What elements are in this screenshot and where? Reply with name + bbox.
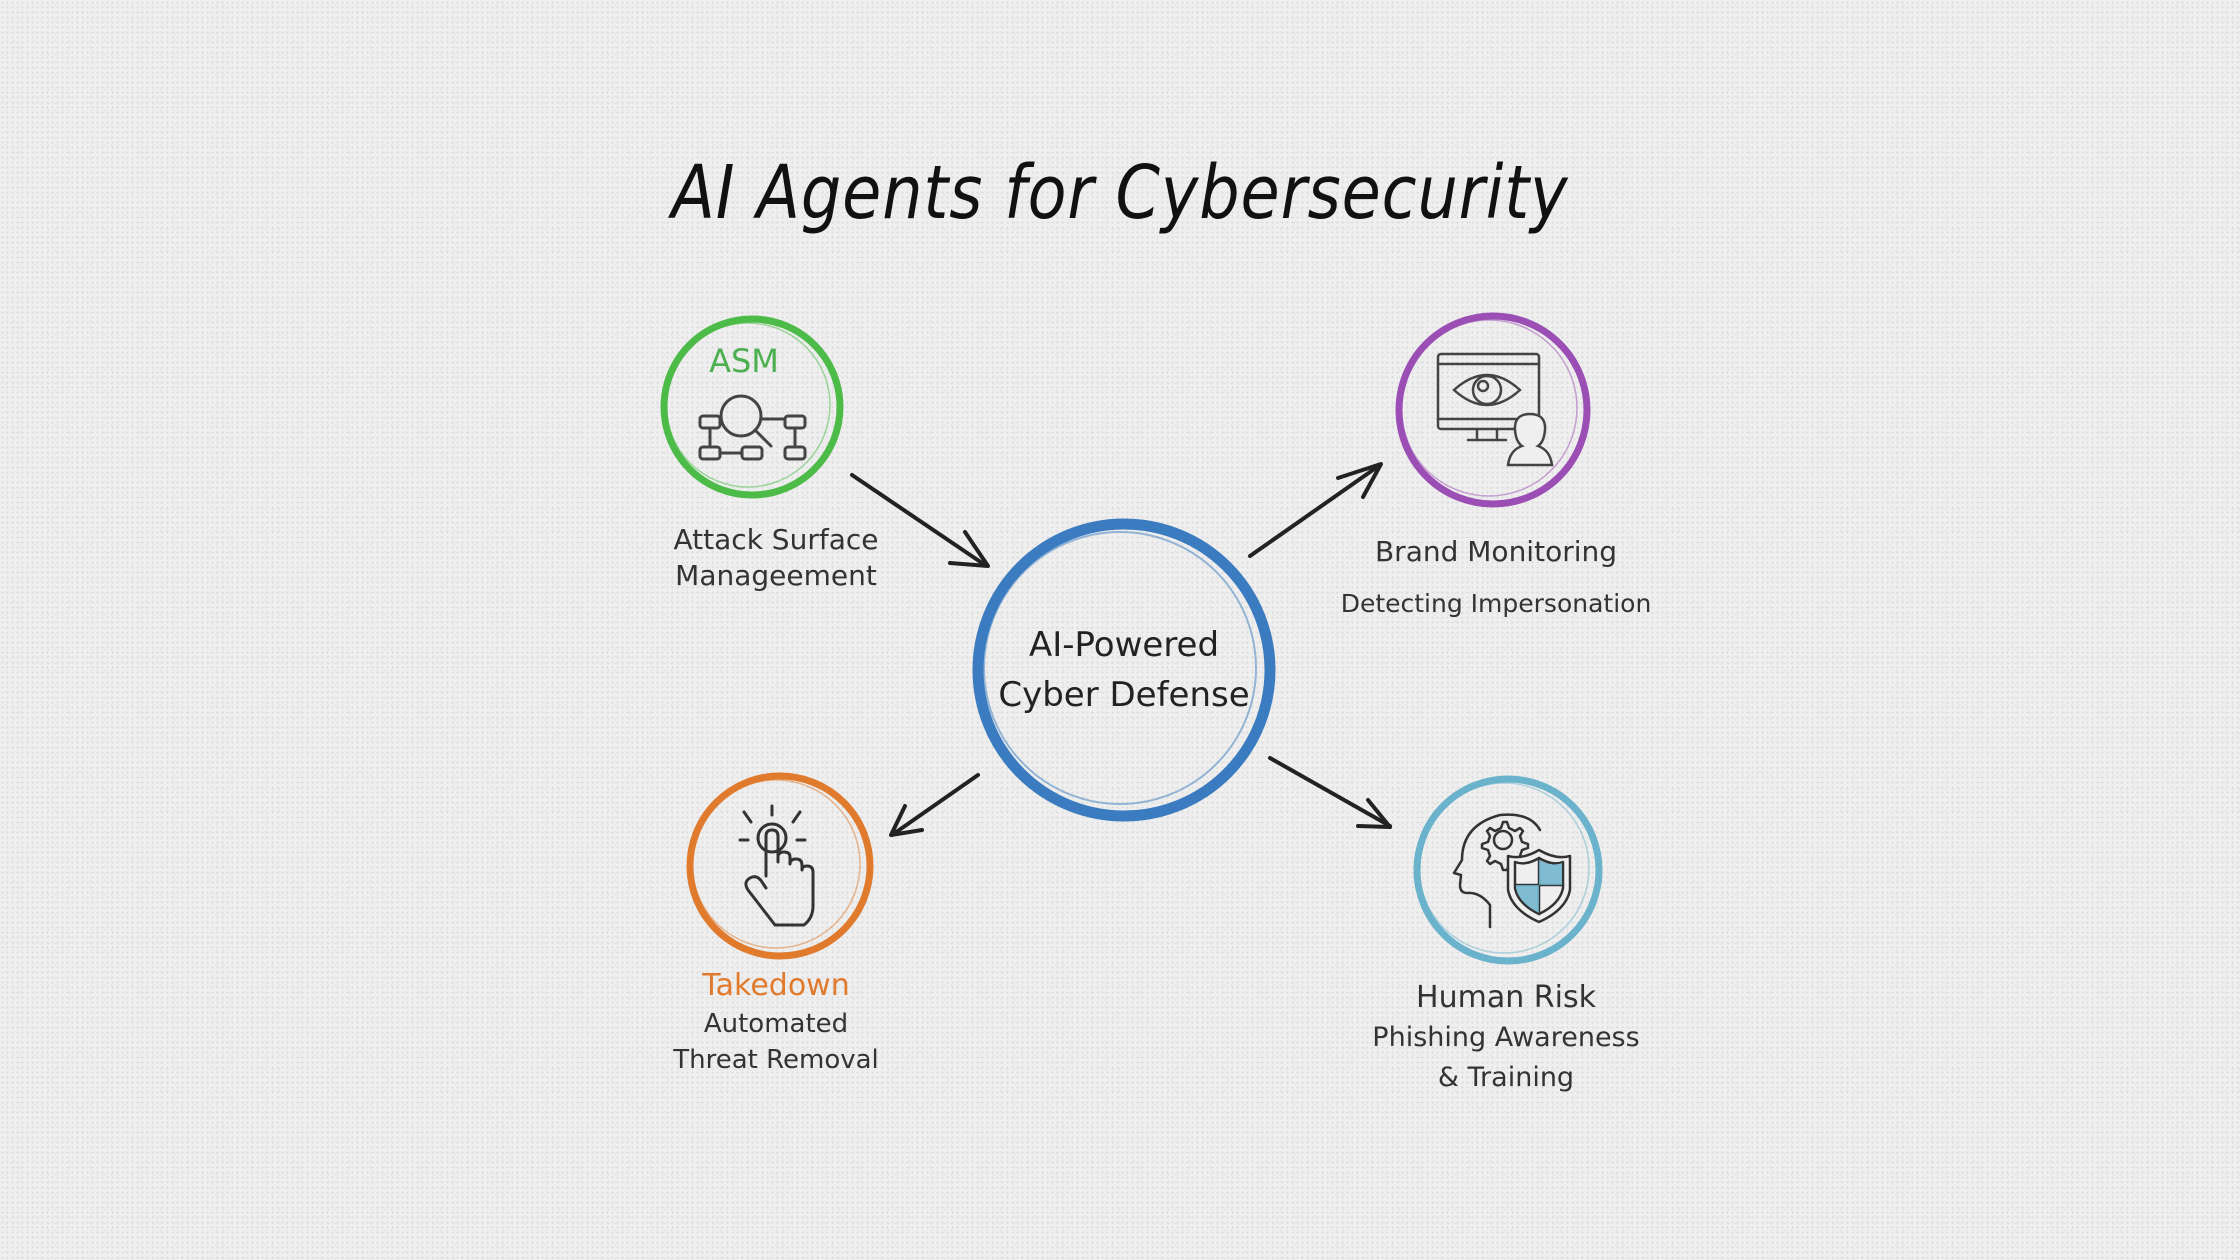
diagram-title: AI Agents for Cybersecurity — [671, 150, 1569, 236]
hand-pointer-tap-icon — [738, 804, 815, 927]
takedown-node-circle — [686, 772, 874, 960]
asm-label: Attack Surface Manageement — [674, 522, 879, 595]
takedown-label: Takedown Automated Threat Removal — [673, 966, 879, 1078]
head-gear-shield-icon — [1452, 813, 1572, 929]
arrow-asm-to-center — [850, 473, 990, 568]
arrow-center-to-takedown — [889, 773, 980, 837]
monitor-eye-user-icon — [1436, 352, 1554, 467]
brand-node-circle — [1395, 312, 1591, 508]
human-risk-label-line2: & Training — [1437, 1062, 1575, 1093]
human-risk-label-line1: Phishing Awareness — [1372, 1022, 1640, 1053]
brand-label-title: Brand Monitoring — [1374, 535, 1618, 568]
center-label-line2: Cyber Defense — [998, 675, 1250, 715]
arrow-center-to-human — [1268, 756, 1392, 829]
magnifier-network-icon — [698, 394, 807, 461]
brand-label: Brand Monitoring Detecting Impersonation — [1341, 532, 1652, 624]
center-label: AI-Powered Cyber Defense — [998, 620, 1249, 720]
takedown-label-line2: Threat Removal — [673, 1045, 879, 1075]
center-circle — [972, 518, 1276, 822]
center-label-line1: AI-Powered — [1028, 625, 1220, 665]
asm-badge: ASM — [709, 342, 779, 380]
asm-label-line1: Attack Surface — [673, 523, 879, 556]
human-risk-label-title: Human Risk — [1416, 980, 1596, 1015]
asm-node-circle — [660, 315, 844, 499]
arrow-center-to-brand — [1248, 462, 1383, 558]
brand-label-subtitle: Detecting Impersonation — [1340, 589, 1652, 618]
human-risk-label: Human Risk Phishing Awareness & Training — [1372, 978, 1639, 1098]
takedown-label-line1: Automated — [703, 1009, 849, 1039]
asm-label-line2: Manageement — [675, 559, 877, 593]
human-risk-node-circle — [1413, 775, 1603, 965]
takedown-label-title: Takedown — [702, 968, 850, 1003]
